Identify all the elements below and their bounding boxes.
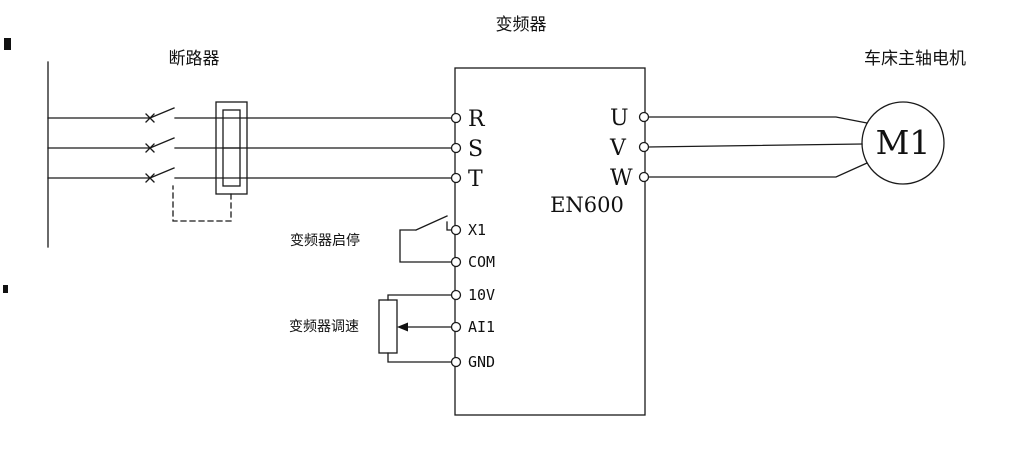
terminal-10v-circle [450,289,462,301]
motor-m1-label: M1 [876,123,931,162]
diagram-labels: 变频器 断路器 车床主轴电机 R S T U V W EN600 X1 COM … [169,15,967,371]
start-stop-label: 变频器启停 [290,232,360,248]
terminal-com-circle [450,256,462,268]
motor-circle [861,101,945,185]
terminal-gnd-label: GND [468,353,495,371]
phase-v-wire [647,143,863,148]
phase-u-wire [647,116,868,124]
terminal-10v-label: 10V [468,286,495,304]
breaker-trip-linkage-dashed [172,185,232,222]
breaker-title: 断路器 [169,49,220,68]
terminal-u-label: U [610,106,629,131]
terminal-v-circle [638,141,650,153]
terminal-w-label: W [610,166,633,191]
inverter-model-label: EN600 [550,193,624,217]
terminal-r-circle [450,112,462,124]
terminal-ai1-label: AI1 [468,318,495,336]
inverter-title: 变频器 [496,15,547,34]
phase-w-wire [647,162,868,178]
terminal-t-circle [450,172,462,184]
scan-artifact-top [4,38,11,50]
wiper-arrowhead [397,322,408,332]
terminal-r-label: R [468,107,486,132]
terminal-com-label: COM [468,253,495,271]
terminal-ai1-circle [450,321,462,333]
inverter-box [454,67,646,416]
terminal-x1-circle [450,224,462,236]
terminal-s-label: S [468,137,483,162]
terminal-x1-label: X1 [468,221,486,239]
phase-s-conductor [47,137,452,153]
terminal-t-label: T [468,167,483,192]
start-stop-switch-circuit [399,215,452,263]
phase-t-conductor [47,167,452,183]
terminal-w-circle [638,171,650,183]
diagram-lines [3,38,945,416]
motor-title: 车床主轴电机 [864,49,966,68]
terminal-gnd-circle [450,356,462,368]
scan-artifact-bottom [3,285,8,293]
terminal-u-circle [638,111,650,123]
speed-control-label: 变频器调速 [289,318,359,334]
potentiometer-supply-wires [387,294,452,363]
terminal-s-circle [450,142,462,154]
terminal-v-label: V [609,136,627,161]
potentiometer-body [378,299,398,354]
phase-r-conductor [47,107,452,123]
